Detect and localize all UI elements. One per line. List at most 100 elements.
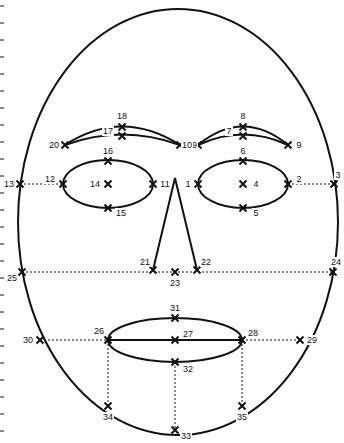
landmark-cross <box>105 205 112 212</box>
landmark-cross <box>37 337 44 344</box>
scale-tick <box>0 142 4 143</box>
landmark-crosses <box>17 124 338 434</box>
landmark-cross <box>330 269 337 276</box>
callout-number: 18 <box>116 111 128 121</box>
scale-tick <box>0 397 4 398</box>
callout-number: 20 <box>48 140 60 150</box>
callout-number: 31 <box>169 303 181 313</box>
scale-tick <box>0 312 4 313</box>
scale-tick <box>0 6 4 7</box>
callout-number: 16 <box>102 146 114 156</box>
landmark-cross <box>172 269 179 276</box>
landmark-cross <box>297 337 304 344</box>
callout-number: 35 <box>236 412 248 422</box>
callout-number: 3 <box>334 170 341 180</box>
landmark-cross <box>331 181 338 188</box>
landmark-cross <box>195 181 202 188</box>
landmark-cross <box>105 337 112 344</box>
landmark-cross <box>240 124 247 131</box>
landmark-cross <box>194 267 201 274</box>
callout-number: 4 <box>252 179 259 189</box>
callout-number: 6 <box>239 146 246 156</box>
landmark-cross <box>150 267 157 274</box>
scale-tick <box>0 23 4 24</box>
nose <box>153 178 197 270</box>
landmark-cross <box>240 133 247 140</box>
landmark-cross <box>105 181 112 188</box>
scale-tick <box>0 363 4 364</box>
scale-tick <box>0 278 4 279</box>
landmark-cross <box>239 337 246 344</box>
dotted-guide <box>175 362 176 430</box>
callout-number: 2 <box>295 174 302 184</box>
landmark-cross <box>172 427 179 434</box>
callout-number: 25 <box>6 273 18 283</box>
brow-upper <box>198 127 288 146</box>
scale-tick <box>0 346 4 347</box>
scale-tick <box>0 244 4 245</box>
dotted-guide <box>242 340 243 406</box>
landmark-cross <box>19 269 26 276</box>
dotted-guide <box>40 340 108 341</box>
landmark-cross <box>172 359 179 366</box>
callout-number: 29 <box>306 335 318 345</box>
scale-tick <box>0 125 4 126</box>
callout-number: 11 <box>159 179 170 189</box>
scale-tick <box>0 210 4 211</box>
scale-tick <box>0 414 4 415</box>
scale-tick <box>0 193 4 194</box>
dotted-guide <box>242 340 300 341</box>
callout-number: 26 <box>93 326 105 336</box>
callout-number: 14 <box>89 179 101 189</box>
scale-tick <box>0 261 4 262</box>
callout-number: 27 <box>182 329 194 339</box>
landmark-cross <box>285 181 292 188</box>
callout-number: 8 <box>239 111 246 121</box>
landmark-cross <box>60 181 67 188</box>
callout-number: 28 <box>247 328 259 338</box>
callout-number: 9 <box>295 140 302 150</box>
dotted-guide <box>22 272 333 273</box>
landmark-cross <box>62 142 69 149</box>
eye <box>198 160 288 208</box>
scale-tick <box>0 176 4 177</box>
scale-tick <box>0 295 4 296</box>
landmark-cross <box>239 403 246 410</box>
dotted-guide <box>108 340 109 406</box>
scale-ticks <box>0 6 4 431</box>
landmark-cross <box>119 124 126 131</box>
face-oval <box>18 9 338 435</box>
landmark-cross <box>119 133 126 140</box>
scale-tick <box>0 431 4 432</box>
dotted-guide <box>20 184 63 185</box>
mouth <box>108 318 242 362</box>
landmark-cross <box>285 142 292 149</box>
callout-number: 15 <box>115 208 127 218</box>
callout-number: 17 <box>102 126 114 136</box>
callout-number: 13 <box>3 179 15 189</box>
callout-number: 21 <box>139 257 151 267</box>
landmark-cross <box>172 315 179 322</box>
callout-number: 1 <box>184 179 191 189</box>
callout-number: 23 <box>169 278 181 288</box>
scale-tick <box>0 74 4 75</box>
scale-tick <box>0 57 4 58</box>
scale-tick <box>0 91 4 92</box>
callout-number: 5 <box>252 208 259 218</box>
scale-tick <box>0 159 4 160</box>
scale-tick <box>0 108 4 109</box>
callout-number: 32 <box>182 364 194 374</box>
callout-number: 30 <box>22 335 34 345</box>
eye <box>63 160 153 208</box>
scale-tick <box>0 380 4 381</box>
scale-tick <box>0 227 4 228</box>
callout-number: 10 <box>181 140 193 150</box>
callout-number: 34 <box>102 412 114 422</box>
scale-tick <box>0 329 4 330</box>
landmark-cross <box>105 403 112 410</box>
landmark-cross <box>172 337 179 344</box>
callout-number: 24 <box>330 257 342 267</box>
callout-number: 7 <box>225 126 232 136</box>
